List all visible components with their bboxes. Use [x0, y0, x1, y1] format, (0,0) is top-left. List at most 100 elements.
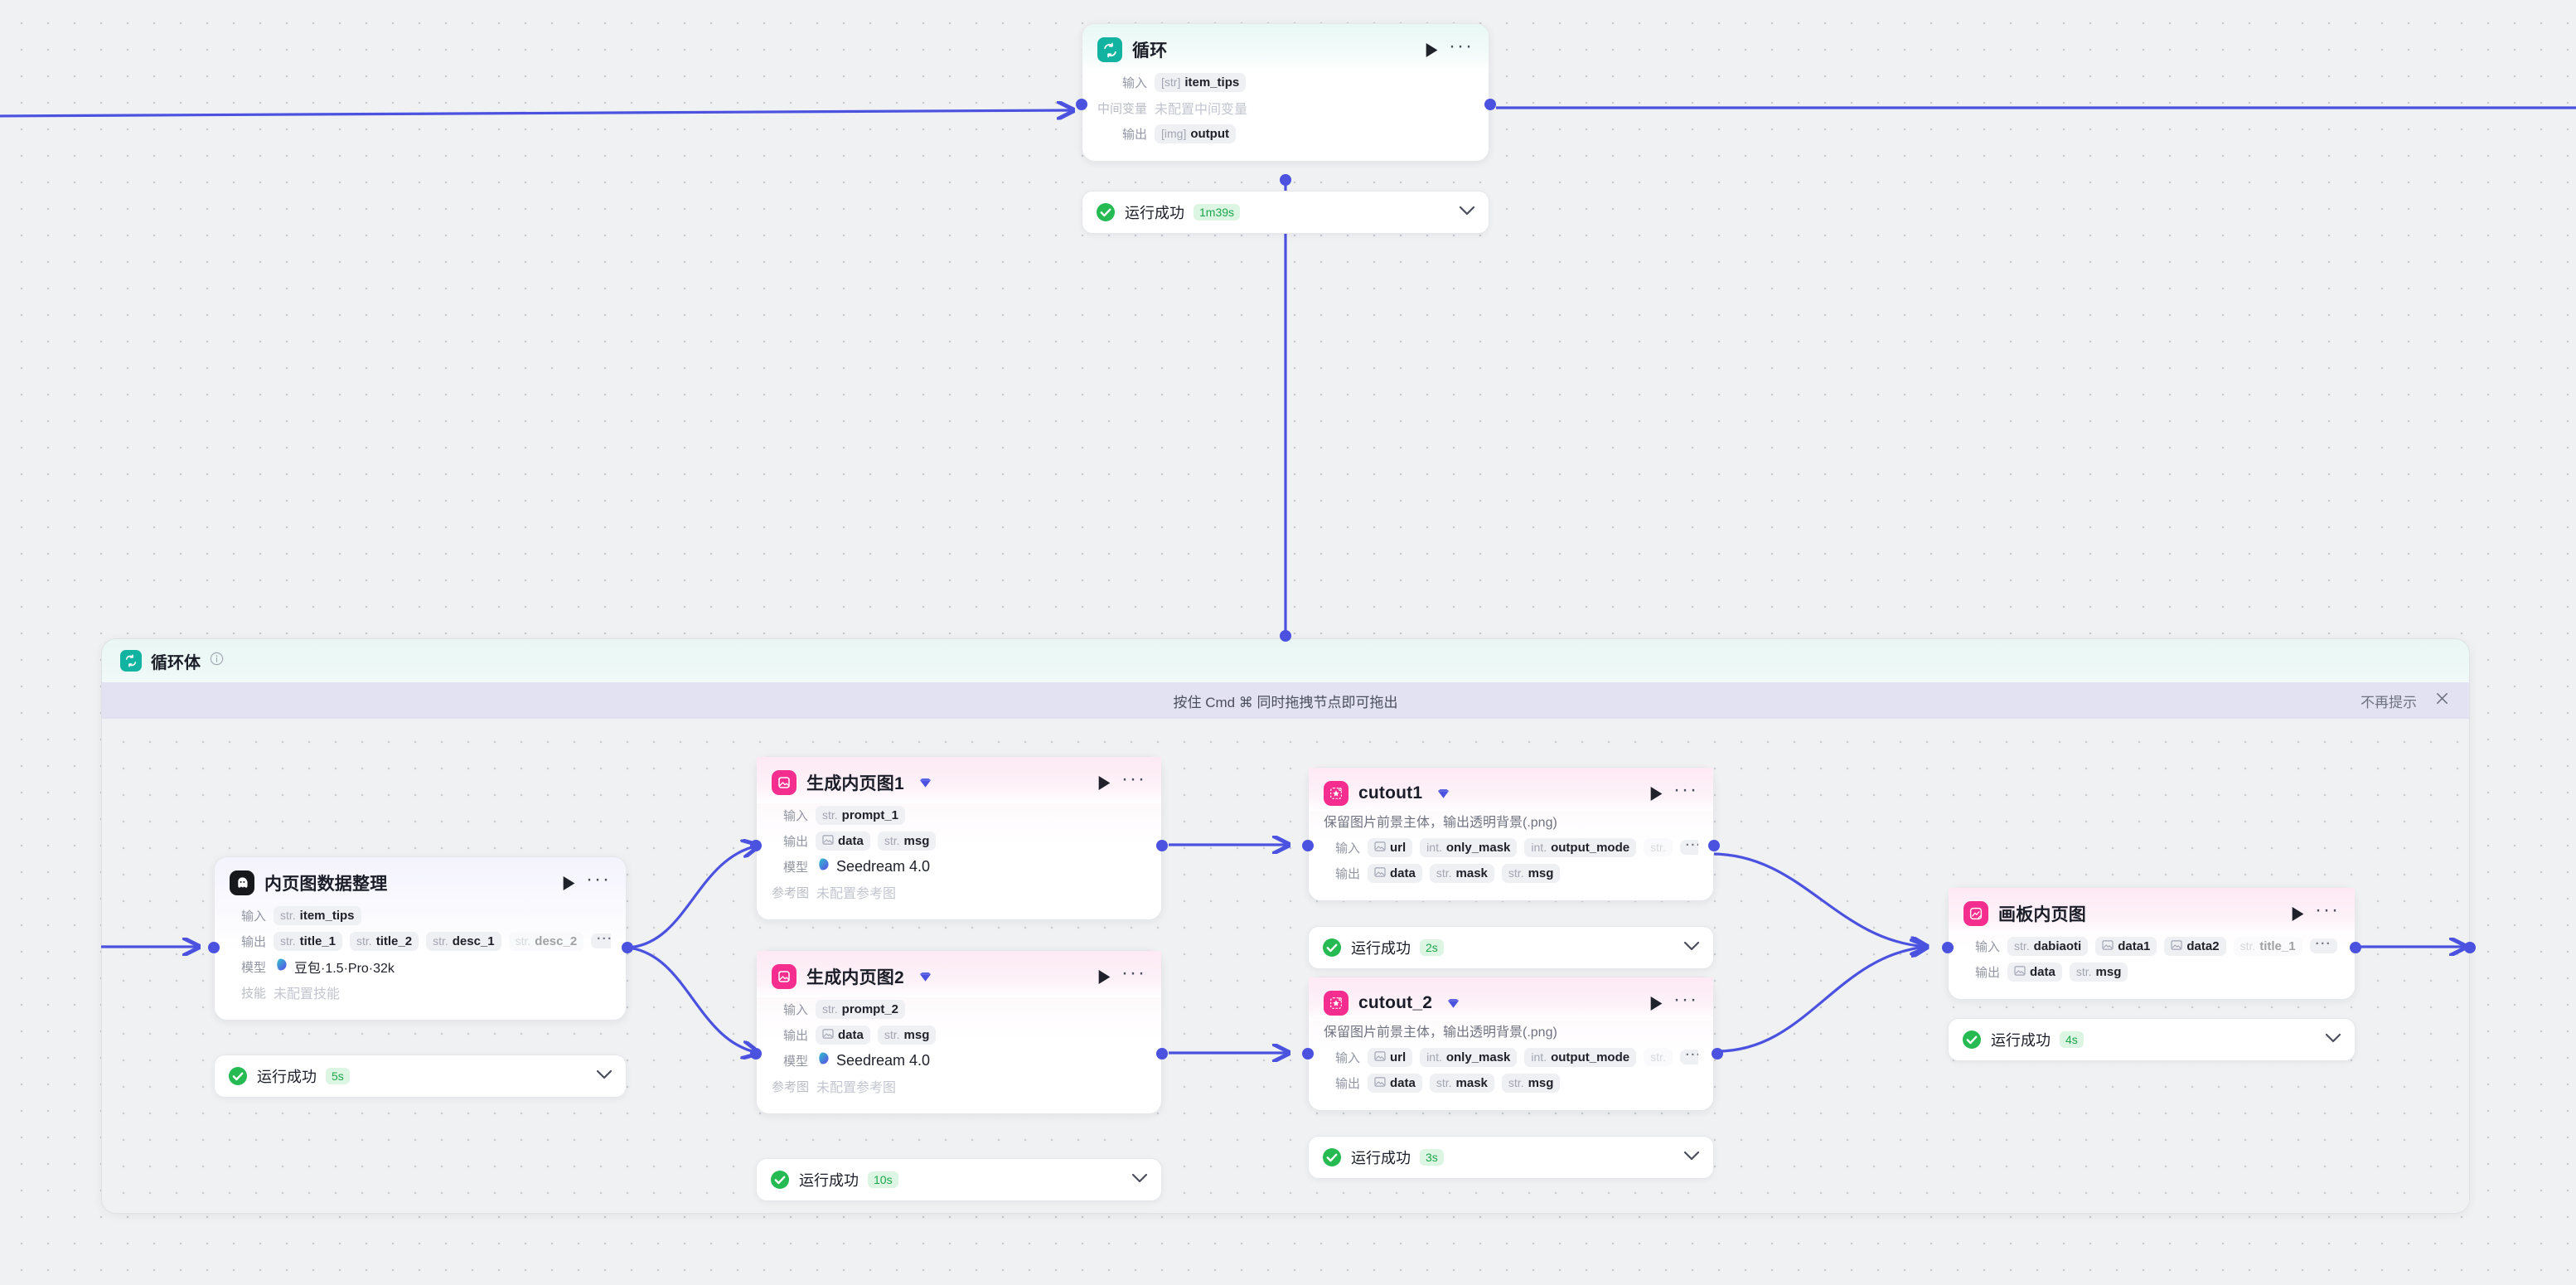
chip-only-mask[interactable]: int. only_mask: [1420, 837, 1518, 857]
status-data-prep[interactable]: 运行成功 5s: [214, 1055, 627, 1098]
chip-more-inputs[interactable]: ···: [1679, 839, 1698, 855]
port-loop-body-out[interactable]: [2464, 942, 2476, 953]
model-value[interactable]: 豆包·1.5·Pro·32k: [274, 957, 395, 977]
more-options-button[interactable]: ···: [586, 868, 611, 890]
port-loop-bottom[interactable]: [1280, 174, 1291, 186]
status-cutout-1[interactable]: 运行成功 2s: [1308, 926, 1714, 969]
close-icon[interactable]: [2435, 691, 2449, 710]
chip-extra-input[interactable]: str.: [1644, 1048, 1673, 1066]
image-type-icon: [1374, 1050, 1386, 1064]
chip-output-mode[interactable]: int. output_mode: [1524, 837, 1637, 857]
chip-data2[interactable]: data2: [2164, 936, 2226, 956]
port-data-prep-out[interactable]: [622, 942, 633, 953]
more-options-button[interactable]: ···: [1673, 988, 1698, 1011]
model-value[interactable]: Seedream 4.0: [816, 857, 930, 875]
port-cutout-2-out[interactable]: [1712, 1048, 1723, 1060]
port-cutout-1-out[interactable]: [1708, 840, 1720, 851]
node-data-prep[interactable]: 内页图数据整理 ··· 输入 str. item_tips 输出 str. ti…: [214, 856, 627, 1021]
run-button[interactable]: [1649, 996, 1663, 1011]
chip-desc-2[interactable]: str. desc_2: [508, 931, 584, 951]
chip-mask[interactable]: str. mask: [1429, 863, 1494, 883]
node-gen-2[interactable]: 生成内页图2 ··· 输入 str. prompt_2 输出: [756, 950, 1162, 1114]
more-options-button[interactable]: ···: [1673, 778, 1698, 801]
status-cutout-2[interactable]: 运行成功 3s: [1308, 1136, 1714, 1179]
chip-msg[interactable]: str. msg: [2069, 962, 2128, 982]
port-loop-out[interactable]: [1484, 99, 1496, 110]
run-button[interactable]: [1097, 775, 1111, 791]
more-options-button[interactable]: ···: [1449, 35, 1474, 57]
run-button[interactable]: [2290, 906, 2305, 922]
more-options-button[interactable]: ···: [1121, 962, 1146, 984]
chip-item-tips[interactable]: str. item_tips: [274, 905, 361, 925]
chip-output-mode[interactable]: int. output_mode: [1524, 1047, 1637, 1067]
chip-title-1[interactable]: str. title_1: [2233, 936, 2302, 956]
chip-data[interactable]: data: [2007, 962, 2062, 982]
chip-data[interactable]: data: [1368, 863, 1422, 883]
chip-data[interactable]: data: [1368, 1073, 1422, 1093]
chip-title-1[interactable]: str. title_1: [274, 931, 343, 951]
status-loop[interactable]: 运行成功 1m39s: [1082, 191, 1489, 234]
port-canvas-page-out[interactable]: [2350, 942, 2361, 953]
info-icon[interactable]: [210, 652, 224, 670]
port-data-prep-in[interactable]: [208, 942, 220, 953]
chip-data[interactable]: data: [816, 1025, 870, 1045]
node-canvas-page[interactable]: 画板内页图 ··· 输入 str. dabiaoti data1: [1948, 887, 2356, 1000]
port-loopbody-in[interactable]: [1280, 630, 1291, 642]
port-cutout-1-in[interactable]: [1302, 840, 1314, 851]
chip-only-mask[interactable]: int. only_mask: [1420, 1047, 1518, 1067]
chevron-down-icon[interactable]: [1683, 1150, 1700, 1165]
run-button[interactable]: [1097, 969, 1111, 985]
chip-msg[interactable]: str. msg: [1501, 863, 1561, 883]
chevron-down-icon[interactable]: [1459, 205, 1475, 220]
chip-url[interactable]: url: [1368, 837, 1413, 857]
chip-msg[interactable]: str. msg: [877, 831, 937, 851]
chevron-down-icon[interactable]: [1131, 1172, 1148, 1187]
chip-dabiaoti[interactable]: str. dabiaoti: [2007, 936, 2089, 956]
chip-url[interactable]: url: [1368, 1047, 1413, 1067]
chip-output[interactable]: [img] output: [1155, 124, 1236, 143]
chip-msg[interactable]: str. msg: [1501, 1073, 1561, 1093]
port-gen-1-in[interactable]: [750, 840, 762, 851]
chip-data1[interactable]: data1: [2095, 936, 2157, 956]
chip-mask[interactable]: str. mask: [1429, 1073, 1494, 1093]
chip-more-outputs[interactable]: ···: [591, 933, 611, 948]
chip-more-inputs[interactable]: ···: [1679, 1049, 1698, 1064]
port-gen-1-out[interactable]: [1156, 840, 1168, 851]
port-canvas-page-in[interactable]: [1942, 942, 1954, 953]
node-cutout-1[interactable]: cutout1 ··· 保留图片前景主体，输出透明背景(.png) 输入 url: [1308, 767, 1714, 901]
run-button[interactable]: [1424, 42, 1439, 58]
chip-prompt-2[interactable]: str. prompt_2: [816, 999, 906, 1019]
port-gen-2-in[interactable]: [750, 1048, 762, 1060]
status-duration: 1m39s: [1194, 204, 1241, 221]
chevron-down-icon[interactable]: [596, 1069, 613, 1084]
chip-extra-input[interactable]: str.: [1644, 838, 1673, 856]
model-value[interactable]: Seedream 4.0: [816, 1051, 930, 1069]
image-gen-icon: [772, 770, 797, 795]
chip-item-tips[interactable]: [str] item_tips: [1155, 72, 1247, 92]
chip-data[interactable]: data: [816, 831, 870, 851]
port-cutout-2-in[interactable]: [1302, 1048, 1314, 1060]
chip-type: str.: [1650, 841, 1666, 854]
chip-name: only_mask: [1445, 840, 1511, 855]
chip-msg[interactable]: str. msg: [877, 1025, 937, 1045]
chip-title-2[interactable]: str. title_2: [350, 931, 419, 951]
status-gen-2[interactable]: 运行成功 10s: [756, 1158, 1162, 1201]
node-gen-1[interactable]: 生成内页图1 ··· 输入 str. prompt_1 输出: [756, 756, 1162, 920]
port-gen-2-out[interactable]: [1156, 1048, 1168, 1060]
chevron-down-icon[interactable]: [1683, 940, 1700, 955]
chevron-down-icon[interactable]: [2325, 1032, 2341, 1047]
chip-more-inputs[interactable]: ···: [2309, 938, 2338, 953]
node-cutout-2[interactable]: cutout_2 ··· 保留图片前景主体，输出透明背景(.png) 输入 ur…: [1308, 977, 1714, 1111]
node-loop[interactable]: 循环 ··· 输入 [str] item_tips 中间变量 未配置中间变量 输…: [1082, 23, 1489, 162]
run-button[interactable]: [561, 875, 576, 891]
dismiss-tip-button[interactable]: 不再提示: [2361, 694, 2417, 710]
more-options-button[interactable]: ···: [1121, 768, 1146, 790]
port-loop-in[interactable]: [1076, 99, 1087, 110]
chip-desc-1[interactable]: str. desc_1: [426, 931, 501, 951]
more-options-button[interactable]: ···: [2315, 899, 2340, 921]
chip-name: msg: [903, 1027, 930, 1042]
chip-prompt-1[interactable]: str. prompt_1: [816, 805, 906, 825]
run-button[interactable]: [1649, 786, 1663, 802]
status-canvas-page[interactable]: 运行成功 4s: [1948, 1018, 2356, 1061]
